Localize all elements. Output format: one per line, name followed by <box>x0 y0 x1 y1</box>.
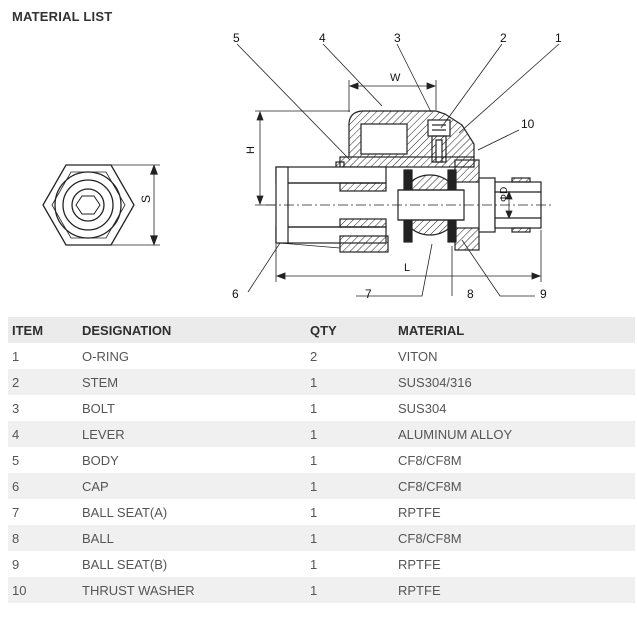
cell-material: SUS304 <box>398 400 447 416</box>
callout-6: 6 <box>232 287 239 301</box>
cell-qty: 1 <box>310 452 318 468</box>
cell-qty: 1 <box>306 525 394 551</box>
cell-qty: 1 <box>310 400 318 416</box>
cell-item: 10 <box>8 577 78 603</box>
cell-designation: STEM <box>78 369 306 395</box>
callout-3: 3 <box>394 31 401 45</box>
header-material: MATERIAL <box>394 317 635 343</box>
cell-designation: BOLT <box>82 400 115 416</box>
table-row: 2 STEM 1 SUS304/316 <box>8 369 635 395</box>
cell-material: VITON <box>398 348 438 364</box>
cell-item: 5 <box>12 452 20 468</box>
cell-qty: 1 <box>306 577 394 603</box>
dimension-l <box>275 230 542 282</box>
cell-designation: BALL <box>78 525 306 551</box>
callout-7: 7 <box>365 287 372 301</box>
cell-qty: 1 <box>310 556 318 572</box>
table-row: 8 BALL 1 CF8/CF8M <box>8 525 635 551</box>
table-row: 7 BALL SEAT(A) 1 RPTFE <box>8 499 635 525</box>
dimension-w <box>348 80 437 112</box>
callout-9: 9 <box>540 287 547 301</box>
callout-10: 10 <box>521 117 535 131</box>
table-row: 9 BALL SEAT(B) 1 RPTFE <box>8 551 635 577</box>
table-row: 3 BOLT 1 SUS304 <box>8 395 635 421</box>
table-row: 1 O-RING 2 VITON <box>8 343 635 369</box>
cell-qty: 1 <box>306 473 394 499</box>
dimension-h <box>255 110 350 206</box>
cell-material: RPTFE <box>394 577 635 603</box>
callout-5: 5 <box>233 31 240 45</box>
leader-lines <box>236 43 560 297</box>
cell-item: 2 <box>8 369 78 395</box>
cell-material: CF8/CF8M <box>394 525 635 551</box>
cell-material: CF8/CF8M <box>394 473 635 499</box>
cell-designation: BODY <box>82 452 119 468</box>
cell-material: SUS304/316 <box>394 369 635 395</box>
table-row: 10 THRUST WASHER 1 RPTFE <box>8 577 635 603</box>
cell-designation: THRUST WASHER <box>78 577 306 603</box>
dimension-label-l: L <box>404 262 410 274</box>
cell-qty: 2 <box>310 348 318 364</box>
callout-4: 4 <box>319 31 326 45</box>
cell-designation: O-RING <box>82 348 129 364</box>
cell-material: RPTFE <box>398 504 441 520</box>
header-designation: DESIGNATION <box>78 317 306 343</box>
material-table: ITEM DESIGNATION QTY MATERIAL 1 O-RING 2… <box>8 317 635 603</box>
dimension-label-d: ΦD <box>499 187 510 202</box>
cell-designation: LEVER <box>78 421 306 447</box>
valve-technical-drawing: S <box>42 31 562 301</box>
table-row: 4 LEVER 1 ALUMINUM ALLOY <box>8 421 635 447</box>
table-header-row: ITEM DESIGNATION QTY MATERIAL <box>8 317 635 343</box>
cell-item: 7 <box>12 504 20 520</box>
cell-material: ALUMINUM ALLOY <box>394 421 635 447</box>
cell-designation: BALL SEAT(A) <box>82 504 168 520</box>
hex-end-view <box>42 164 160 246</box>
header-item: ITEM <box>8 317 78 343</box>
cell-designation: BALL SEAT(B) <box>82 556 168 572</box>
dimension-d <box>505 190 513 220</box>
cell-designation: CAP <box>78 473 306 499</box>
cell-material: CF8/CF8M <box>398 452 462 468</box>
cell-item: 1 <box>12 348 20 364</box>
cell-item: 9 <box>12 556 20 572</box>
dimension-label-s: S <box>139 195 153 203</box>
table-row: 6 CAP 1 CF8/CF8M <box>8 473 635 499</box>
valve-section-view <box>275 110 542 253</box>
callout-2: 2 <box>500 31 507 45</box>
cell-qty: 1 <box>310 504 318 520</box>
cell-item: 4 <box>8 421 78 447</box>
dimension-label-w: W <box>390 72 401 84</box>
header-qty: QTY <box>306 317 394 343</box>
callout-1: 1 <box>555 31 562 45</box>
cell-item: 3 <box>12 400 20 416</box>
cell-material: RPTFE <box>398 556 441 572</box>
cell-item: 8 <box>8 525 78 551</box>
cell-qty: 1 <box>306 369 394 395</box>
cell-item: 6 <box>8 473 78 499</box>
callout-8: 8 <box>467 287 474 301</box>
cell-qty: 1 <box>306 421 394 447</box>
table-row: 5 BODY 1 CF8/CF8M <box>8 447 635 473</box>
page-title: MATERIAL LIST <box>12 9 113 24</box>
dimension-label-h: H <box>245 146 257 154</box>
